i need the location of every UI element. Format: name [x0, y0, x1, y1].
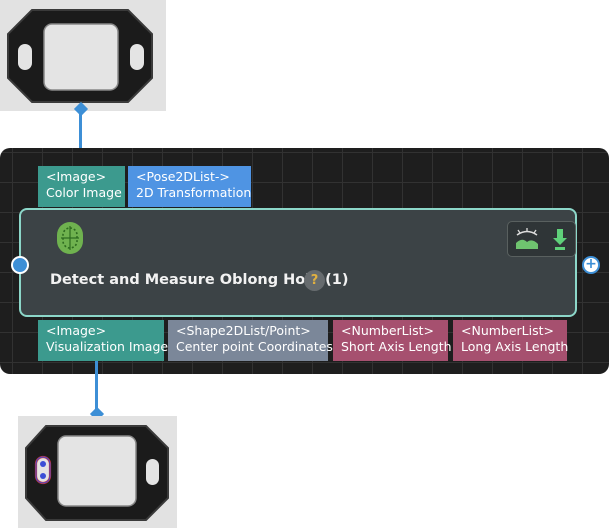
output-port-center-point-coordinates[interactable]: <Shape2DList/Point> Center point Coordin…: [168, 320, 333, 361]
port-name: 2D Transformation: [136, 185, 252, 200]
top-connector-line: [79, 111, 82, 168]
node-add-output-button[interactable]: +: [582, 256, 600, 274]
port-type: <Image>: [46, 323, 107, 338]
port-type: <NumberList>: [461, 323, 555, 338]
bracket-part-image: [7, 9, 153, 103]
visualize-icon[interactable]: [514, 227, 540, 251]
help-icon[interactable]: ?: [304, 270, 325, 291]
port-name: Long Axis Length: [461, 339, 569, 354]
output-port-visualization-image[interactable]: <Image> Visualization Image: [38, 320, 169, 361]
port-name: Short Axis Length: [341, 339, 452, 354]
node-input-connector[interactable]: [11, 256, 29, 274]
port-name: Center point Coordinates: [176, 339, 333, 354]
bracket-part-result-image: [25, 425, 169, 521]
port-type: <NumberList>: [341, 323, 435, 338]
input-image-thumbnail: [0, 0, 166, 111]
port-type: <Image>: [46, 169, 107, 184]
port-name: Visualization Image: [46, 339, 169, 354]
output-image-thumbnail: [18, 416, 177, 528]
output-port-short-axis-length[interactable]: <NumberList> Short Axis Length: [333, 320, 452, 361]
step-node[interactable]: [19, 208, 577, 317]
input-port-color-image[interactable]: <Image> Color Image: [38, 166, 125, 207]
input-port-2d-transformation[interactable]: <Pose2DList-> 2D Transformation: [128, 166, 251, 207]
port-type: <Shape2DList/Point>: [176, 323, 311, 338]
node-toolbar: [507, 221, 576, 257]
port-name: Color Image: [46, 185, 122, 200]
port-type: <Pose2DList->: [136, 169, 230, 184]
download-icon[interactable]: [550, 227, 570, 251]
oblong-hole-icon: [57, 222, 83, 254]
bottom-connector-line: [95, 361, 98, 421]
node-title: Detect and Measure Oblong Hole (1): [50, 272, 349, 288]
output-port-long-axis-length[interactable]: <NumberList> Long Axis Length: [453, 320, 569, 361]
